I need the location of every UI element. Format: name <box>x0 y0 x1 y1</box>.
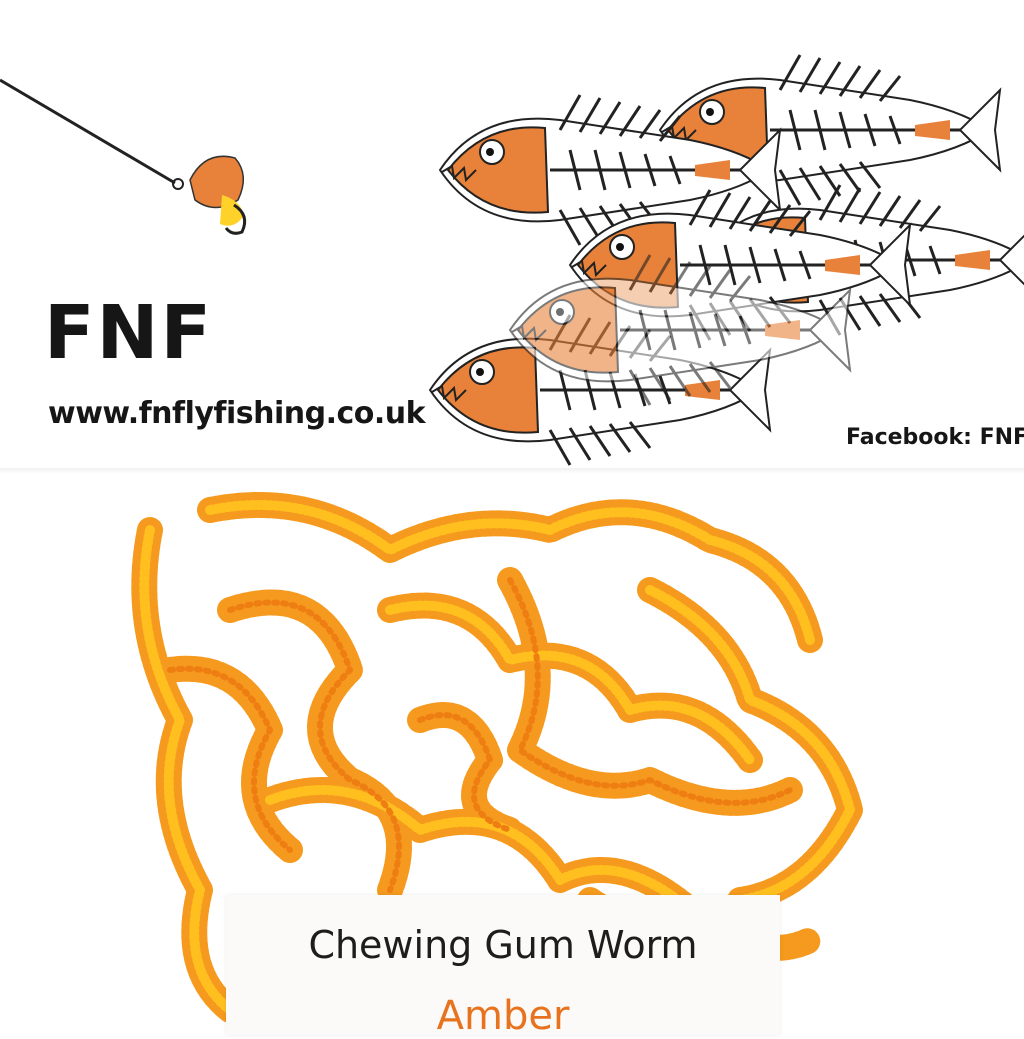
chenille-worm-material <box>131 492 863 1023</box>
product-label: Chewing Gum Worm Amber <box>226 895 780 1039</box>
product-color-name: Amber <box>436 993 570 1039</box>
header-card: FNF www.fnflyfishing.co.uk <box>0 0 1024 470</box>
fish-illustration <box>428 53 1024 467</box>
brand-logo-text: FNF <box>44 290 214 376</box>
website-url: www.fnflyfishing.co.uk <box>48 396 426 431</box>
fishing-fly-icon <box>0 78 247 235</box>
product-name: Chewing Gum Worm <box>308 923 698 967</box>
facebook-handle: Facebook: FNF-Jell <box>846 425 1024 450</box>
card-edge <box>0 468 1024 474</box>
